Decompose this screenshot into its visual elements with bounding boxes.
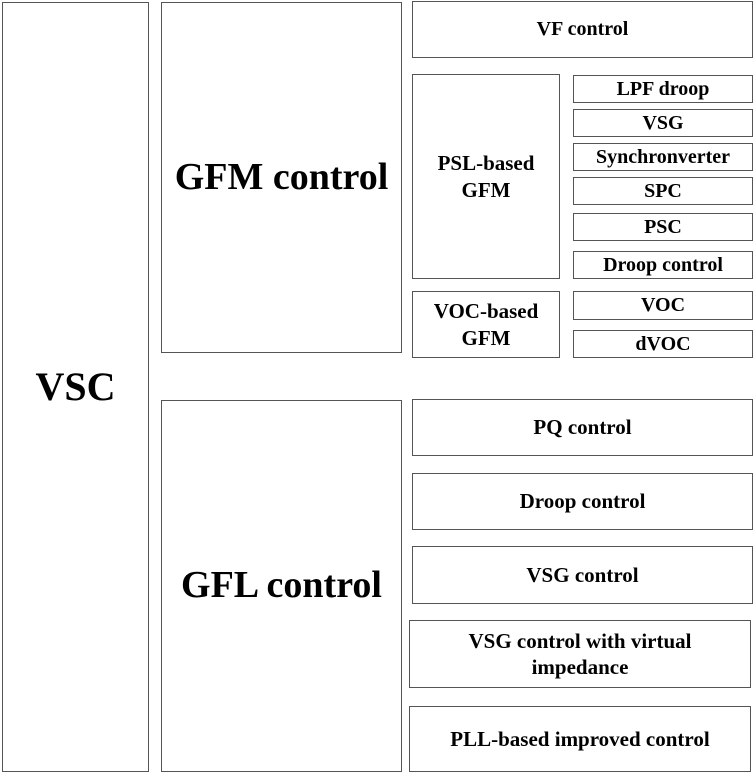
vf-control-box: VF control	[412, 1, 753, 58]
vsc-box: VSC	[2, 2, 149, 772]
psl-item-droop-control: Droop control	[573, 251, 753, 279]
gfm-control-box: GFM control	[161, 2, 402, 353]
vf-control-label: VF control	[536, 18, 629, 40]
gfl-control-box: GFL control	[161, 400, 402, 772]
psl-item-synchronverter: Synchronverter	[573, 143, 753, 171]
gfl-item-vsg-virtual-impedance: VSG control with virtual impedance	[409, 620, 751, 688]
voc-item-dvoc: dVOC	[573, 330, 753, 358]
voc-item-voc: VOC	[573, 291, 753, 320]
voc-based-gfm-label: VOC-based GFM	[433, 299, 539, 350]
voc-based-gfm-box: VOC-based GFM	[412, 291, 560, 358]
gfl-control-label: GFL control	[181, 564, 382, 607]
psl-item-vsg: VSG	[573, 109, 753, 137]
psl-based-gfm-label: PSL-based GFM	[437, 151, 535, 202]
gfl-item-pll-based-improved: PLL-based improved control	[409, 706, 751, 772]
gfl-item-droop-control: Droop control	[412, 473, 753, 530]
gfm-control-label: GFM control	[174, 155, 389, 198]
psl-item-lpf-droop: LPF droop	[573, 75, 753, 103]
gfl-item-pq-control: PQ control	[412, 399, 753, 456]
vsc-label: VSC	[35, 364, 116, 409]
psl-item-psc: PSC	[573, 213, 753, 241]
psl-item-spc: SPC	[573, 177, 753, 205]
gfl-item-vsg-control: VSG control	[412, 546, 753, 604]
psl-based-gfm-box: PSL-based GFM	[412, 74, 560, 279]
